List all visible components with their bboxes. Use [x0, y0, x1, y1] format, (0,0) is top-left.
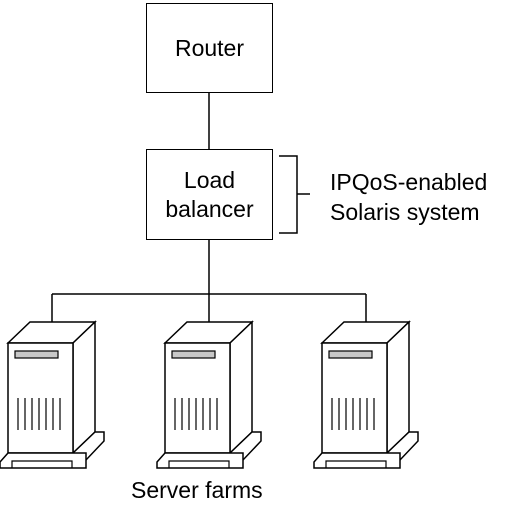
router-node: Router [146, 3, 273, 93]
ipqos-annotation-line2: Solaris system [330, 199, 480, 225]
load-balancer-node: Load balancer [146, 149, 273, 240]
load-balancer-label-line1: Load [183, 166, 236, 193]
ipqos-annotation: IPQoS-enabled Solaris system [330, 167, 487, 227]
router-label: Router [174, 34, 245, 61]
load-balancer-label-line2: balancer [165, 195, 254, 222]
server-icon [0, 320, 105, 469]
server-icon [313, 320, 419, 469]
server-farms-caption: Server farms [131, 477, 263, 503]
annotation-bracket [279, 155, 310, 234]
ipqos-annotation-line1: IPQoS-enabled [330, 169, 488, 195]
server-icon [156, 320, 262, 469]
